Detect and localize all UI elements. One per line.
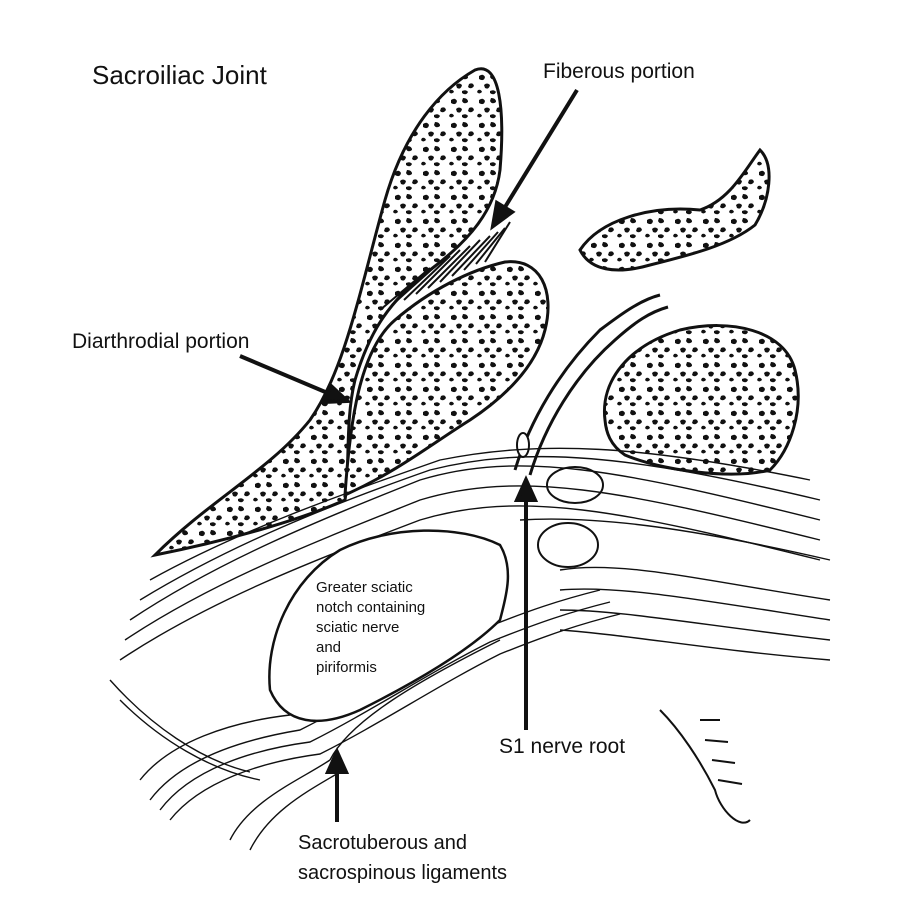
label-diarthrodial-portion: Diarthrodial portion — [72, 330, 250, 353]
sacro-line-1: Sacrotuberous and — [298, 832, 468, 854]
sacro-line-2: sacrospinous ligaments — [298, 862, 507, 884]
arrow-fiberous — [500, 88, 579, 214]
spinous-process — [578, 147, 771, 272]
pointer-arrows — [239, 88, 579, 822]
ligament-fibers — [109, 447, 831, 851]
nerve-root — [513, 293, 661, 471]
notch-line-5: piriformis — [316, 659, 377, 676]
notch-line-3: sciatic nerve — [316, 619, 400, 636]
label-sacrotuberous-ligaments: Sacrotuberous and sacrospinous ligaments — [298, 828, 598, 888]
label-fiberous-portion: Fiberous portion — [543, 60, 695, 83]
label-greater-sciatic-notch: Greater sciatic notch containing sciatic… — [316, 578, 486, 678]
joint-striations — [379, 221, 511, 311]
diagram-title: Sacroiliac Joint — [92, 60, 267, 90]
label-s1-nerve-root: S1 nerve root — [499, 735, 626, 758]
arrow-diarthrodial — [239, 354, 331, 396]
sciatic-notch — [268, 529, 510, 723]
notch-line-4: and — [316, 639, 342, 656]
coccyx — [659, 709, 751, 824]
notch-line-2: notch containing — [316, 599, 426, 616]
sacrum-bone — [343, 260, 550, 498]
vertebra-bone — [602, 324, 800, 476]
notch-line-1: Greater sciatic — [316, 579, 413, 596]
